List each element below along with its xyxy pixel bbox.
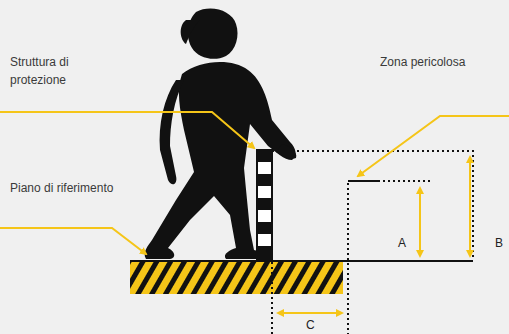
protective-post: [257, 150, 272, 261]
dotted-extents: [272, 151, 473, 334]
dimension-label: C: [305, 318, 316, 332]
hand: [276, 144, 296, 159]
callout-label: Zona pericolosa: [380, 53, 480, 71]
ground-hatch: [130, 261, 343, 294]
dimension-arrows: [278, 157, 470, 313]
dimension-label: B: [494, 236, 504, 250]
post-stripes: [257, 150, 272, 260]
callout-label: Piano di riferimento: [10, 179, 120, 197]
reference-plane: [130, 260, 473, 262]
callout-label: Struttura di protezione: [10, 53, 120, 89]
danger-zone-edge: [348, 180, 378, 182]
leader-lines: [0, 112, 509, 254]
dimension-label: A: [397, 236, 407, 250]
